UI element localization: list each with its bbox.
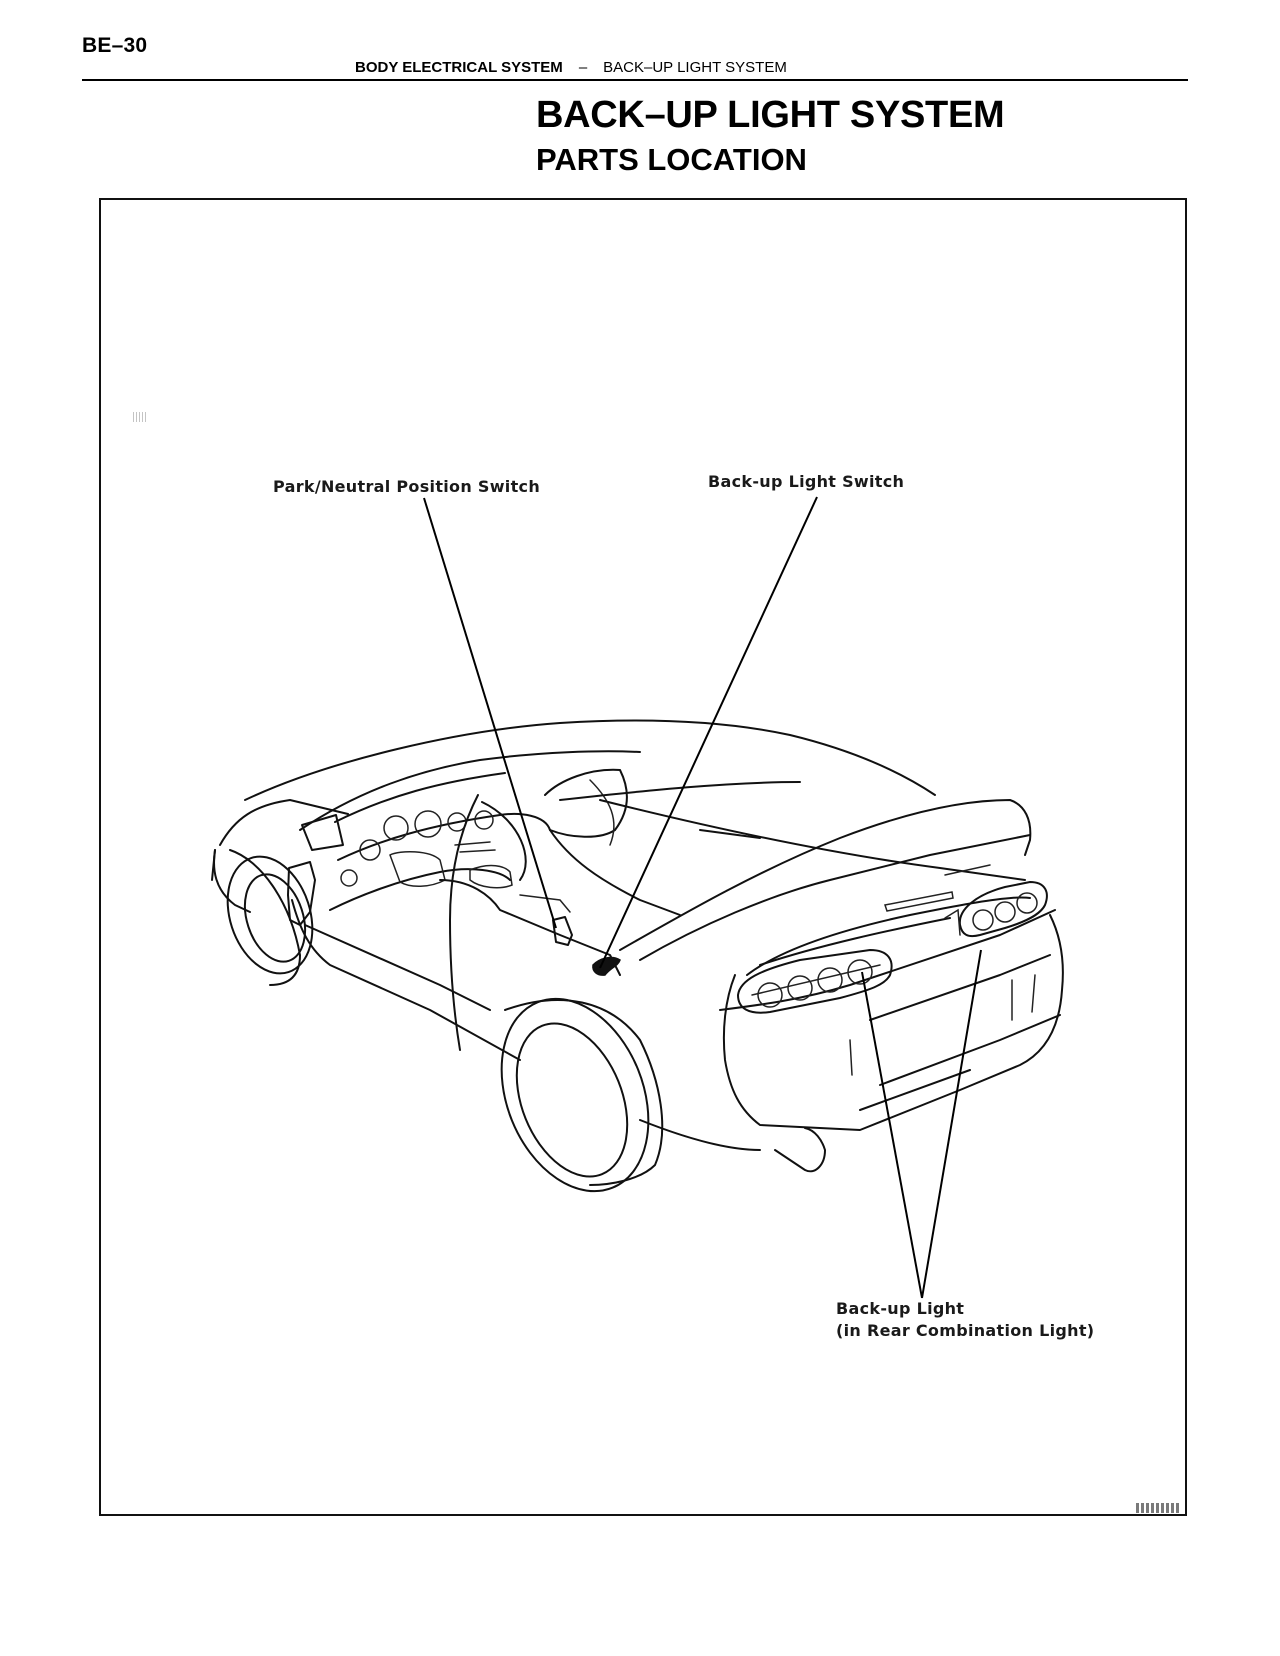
leader-backup-light-switch	[599, 496, 818, 969]
leader-backup-light-right	[921, 949, 982, 1299]
park-neutral-switch-part	[552, 916, 573, 946]
rear-combination-light-left	[737, 949, 893, 1014]
leader-park-neutral-switch	[423, 497, 557, 929]
car-body	[211, 719, 1064, 1193]
header-rule	[82, 79, 1188, 81]
page-subtitle: PARTS LOCATION	[536, 142, 807, 177]
page-number: BE–30	[82, 34, 148, 57]
figure-frame	[99, 198, 1187, 1516]
figure-code-mark	[1136, 1503, 1180, 1513]
running-header: BODY ELECTRICAL SYSTEM–BACK–UP LIGHT SYS…	[355, 59, 787, 76]
backup-light-switch-part	[592, 956, 621, 976]
callout-backup-light-line2: (in Rear Combination Light)	[836, 1321, 1095, 1340]
callout-backup-light-switch: Back-up Light Switch	[708, 472, 905, 491]
header-separator: –	[578, 59, 588, 76]
header-subsection: BACK–UP LIGHT SYSTEM	[603, 59, 787, 76]
header-section: BODY ELECTRICAL SYSTEM	[355, 59, 563, 76]
callout-park-neutral-position-switch: Park/Neutral Position Switch	[273, 477, 541, 496]
rear-combination-light-right	[944, 881, 1048, 938]
page-title: BACK–UP LIGHT SYSTEM	[536, 94, 1005, 136]
callout-backup-light: Back-up Light (in Rear Combination Light…	[836, 1298, 1094, 1342]
callout-backup-light-line1: Back-up Light	[836, 1299, 965, 1318]
scan-artifact	[133, 412, 147, 422]
leader-backup-light-left	[861, 971, 923, 1299]
